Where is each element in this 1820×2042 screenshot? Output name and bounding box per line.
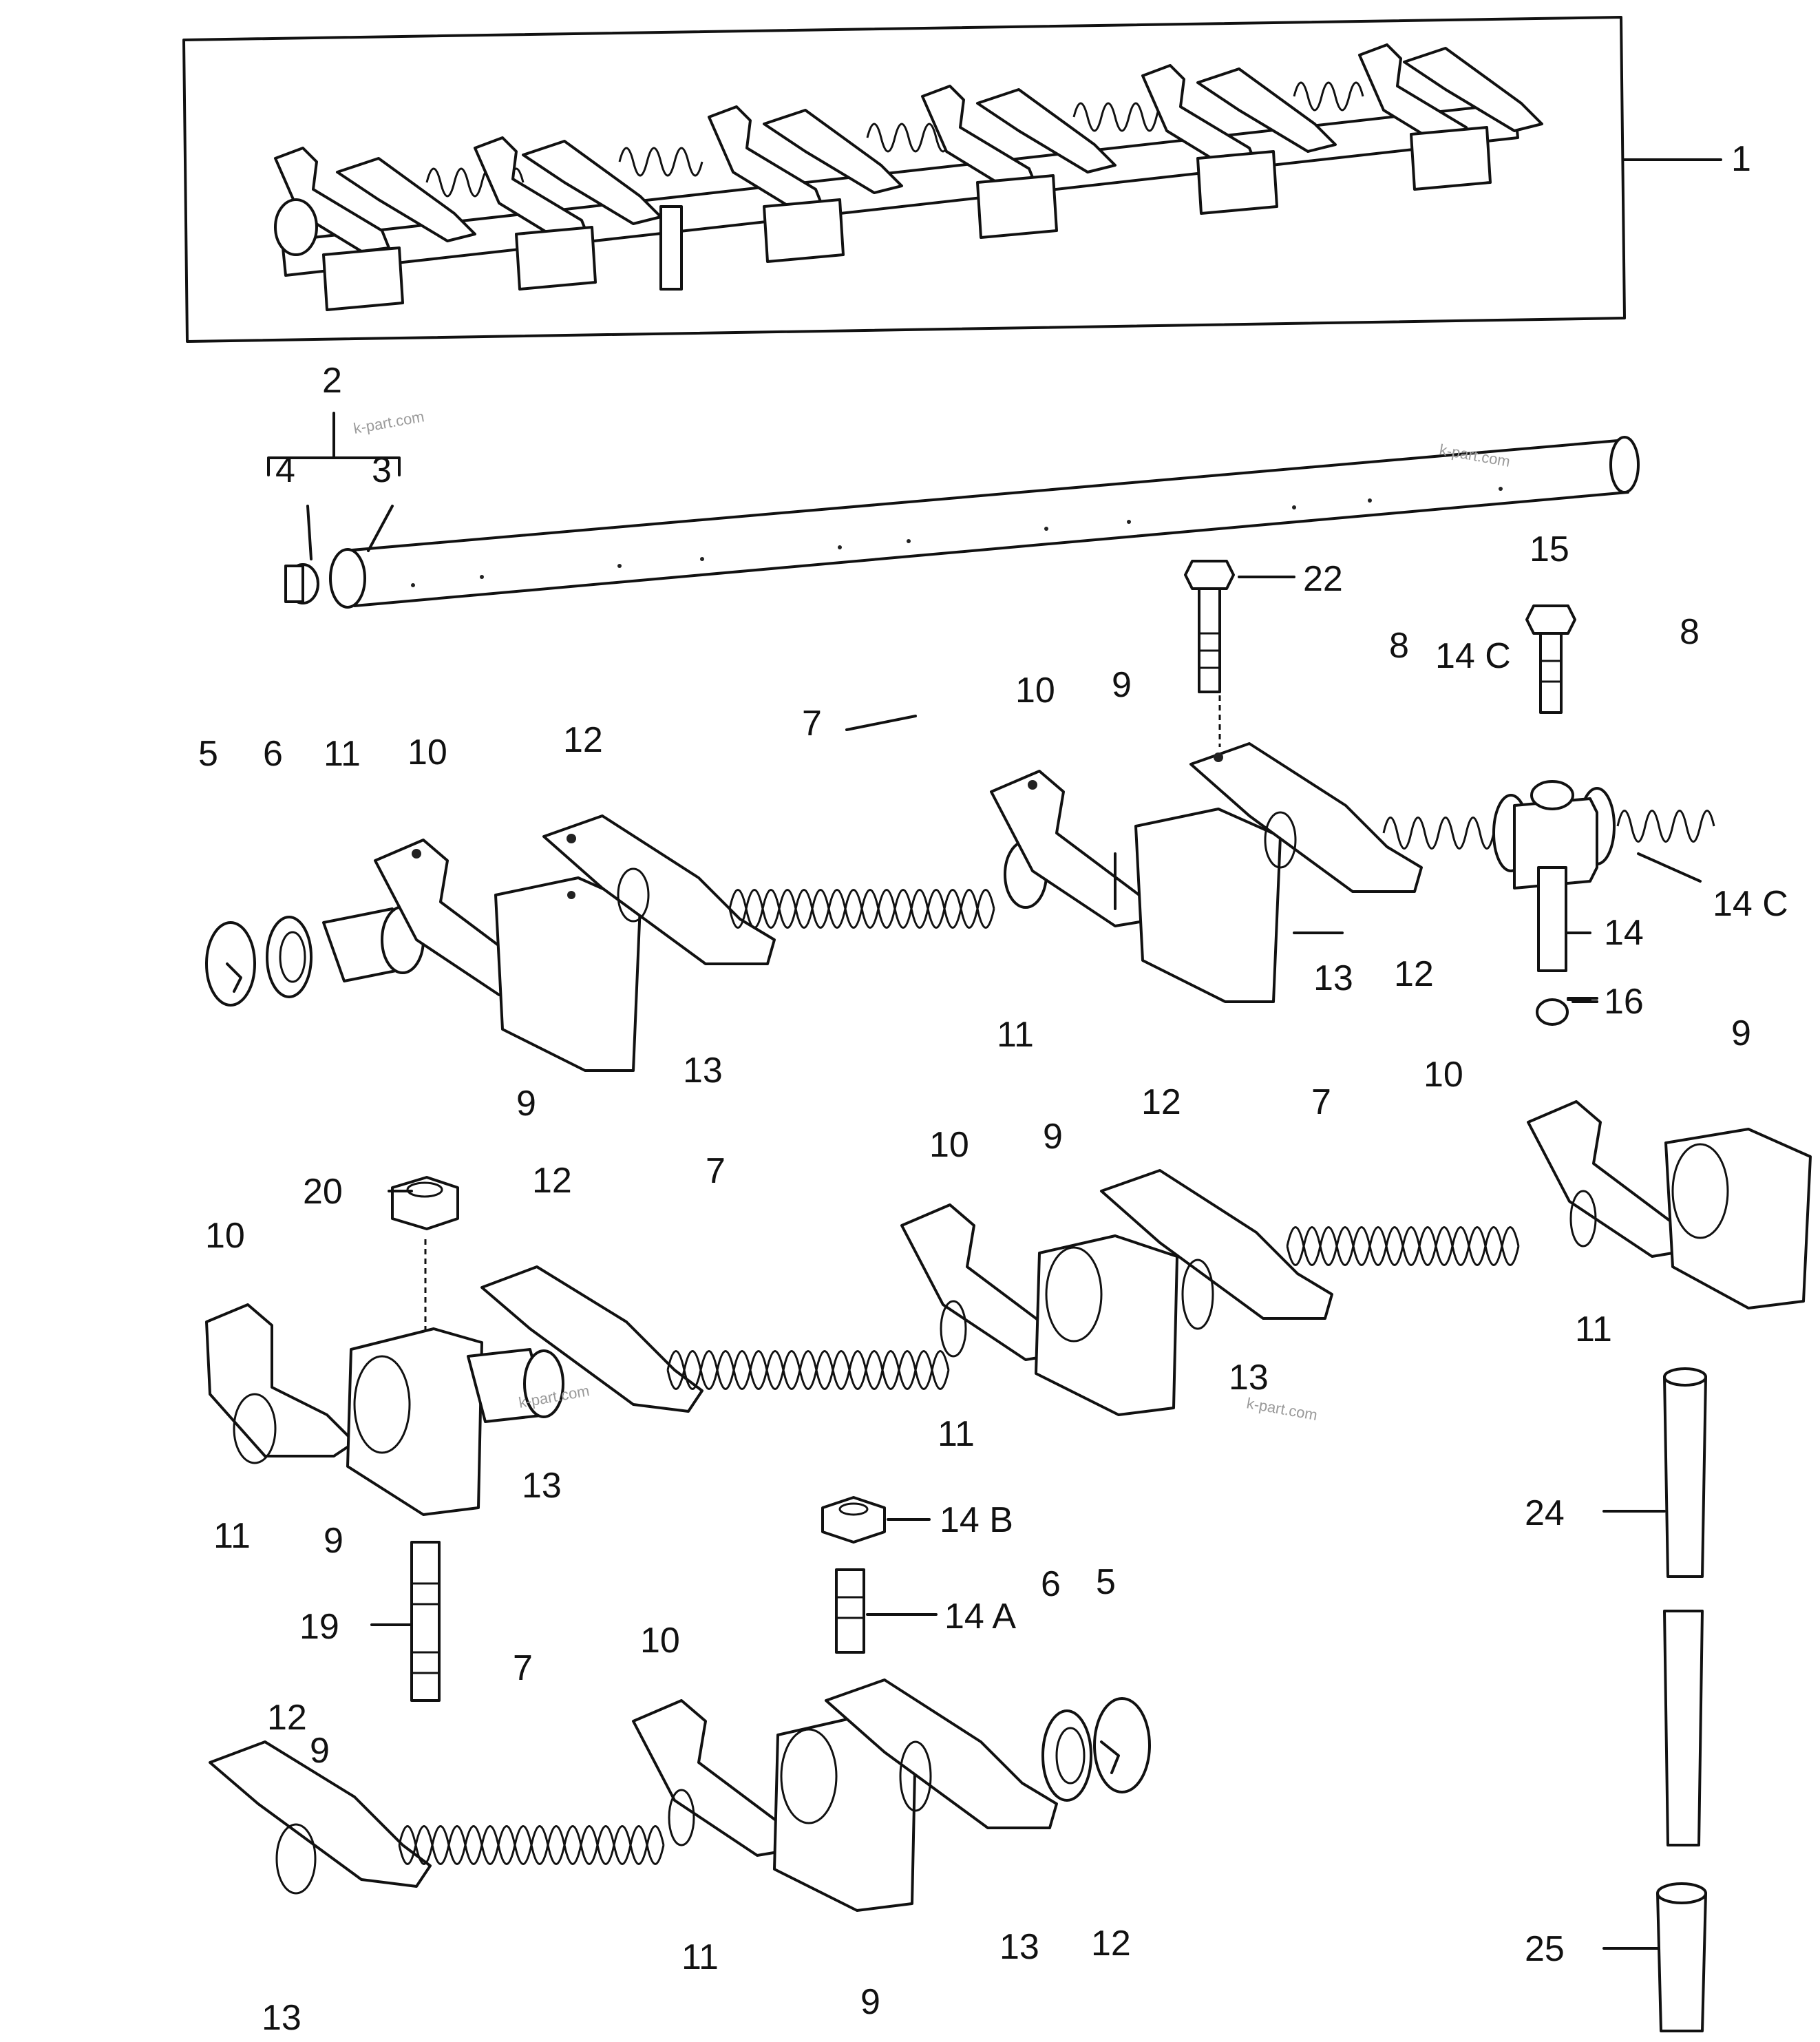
callout-7: 7 xyxy=(513,1648,533,1688)
callout-24: 24 xyxy=(1525,1493,1565,1533)
watermark: k-part.com xyxy=(352,408,426,437)
callout-11: 11 xyxy=(1575,1309,1612,1349)
callout-13: 13 xyxy=(1313,958,1353,998)
callout-10: 10 xyxy=(1424,1055,1463,1095)
callout-11: 11 xyxy=(324,734,361,774)
callout-10: 10 xyxy=(1015,671,1055,711)
callout-13: 13 xyxy=(1229,1358,1269,1398)
callout-13: 13 xyxy=(999,1927,1039,1967)
callout-9: 9 xyxy=(324,1521,343,1561)
callout-7: 7 xyxy=(1311,1082,1331,1122)
callout-19: 19 xyxy=(299,1607,339,1647)
watermark: k-part.com xyxy=(1245,1394,1319,1424)
callout-25: 25 xyxy=(1525,1929,1565,1969)
callout-6: 6 xyxy=(1041,1564,1061,1604)
callout-14c: 14 C xyxy=(1713,884,1788,924)
callout-5: 5 xyxy=(1096,1562,1116,1602)
callout-11: 11 xyxy=(681,1937,719,1977)
callout-8: 8 xyxy=(1389,626,1409,666)
callout-9: 9 xyxy=(1731,1013,1751,1053)
callout-12: 12 xyxy=(1091,1924,1131,1964)
callout-16: 16 xyxy=(1604,982,1644,1022)
rocker-shaft xyxy=(267,412,1640,609)
callout-6: 6 xyxy=(263,734,283,774)
callout-5: 5 xyxy=(198,734,218,774)
callout-3: 3 xyxy=(372,450,392,490)
callout-4: 4 xyxy=(275,450,295,490)
callout-14: 14 xyxy=(1604,913,1644,953)
callout-20: 20 xyxy=(303,1172,343,1212)
callout-12: 12 xyxy=(532,1161,572,1201)
callout-1: 1 xyxy=(1731,139,1751,179)
callout-12: 12 xyxy=(563,720,603,760)
callout-7: 7 xyxy=(802,704,822,744)
callout-22: 22 xyxy=(1303,559,1343,599)
callout-9: 9 xyxy=(516,1084,536,1124)
callout-8: 8 xyxy=(1680,612,1700,652)
rocker-assembly-frame xyxy=(182,16,1722,343)
callout-9: 9 xyxy=(1112,665,1132,705)
callout-10: 10 xyxy=(929,1125,969,1165)
callout-11: 11 xyxy=(997,1015,1034,1055)
callout-2: 2 xyxy=(322,361,342,401)
callout-10: 10 xyxy=(640,1621,680,1661)
callout-11: 11 xyxy=(213,1516,251,1556)
callouts: 1 2 4 3 22 15 8 14 C 8 5 6 11 10 12 7 10… xyxy=(198,139,1788,2038)
callout-13: 13 xyxy=(262,1998,301,2038)
callout-9: 9 xyxy=(310,1731,330,1771)
callout-13: 13 xyxy=(522,1466,562,1506)
callout-12: 12 xyxy=(1394,954,1434,994)
pushrod-and-guide xyxy=(1656,1367,1707,2032)
row3-parts xyxy=(209,1496,1151,1912)
callout-12: 12 xyxy=(267,1698,307,1738)
callout-9: 9 xyxy=(860,1982,880,2022)
leader-lines xyxy=(370,576,1702,1950)
row2-parts xyxy=(205,1100,1812,1516)
callout-14b: 14 B xyxy=(940,1500,1013,1540)
callout-12: 12 xyxy=(1141,1082,1181,1122)
callout-10: 10 xyxy=(205,1216,245,1256)
callout-11: 11 xyxy=(938,1414,975,1454)
callout-14c: 14 C xyxy=(1435,636,1511,676)
callout-9: 9 xyxy=(1043,1117,1063,1157)
callout-14a: 14 A xyxy=(944,1597,1016,1636)
callout-7: 7 xyxy=(706,1151,726,1191)
callout-15: 15 xyxy=(1530,529,1569,569)
callout-13: 13 xyxy=(683,1051,723,1091)
callout-10: 10 xyxy=(408,733,447,772)
rocker-assembly-illustration xyxy=(274,43,1543,311)
